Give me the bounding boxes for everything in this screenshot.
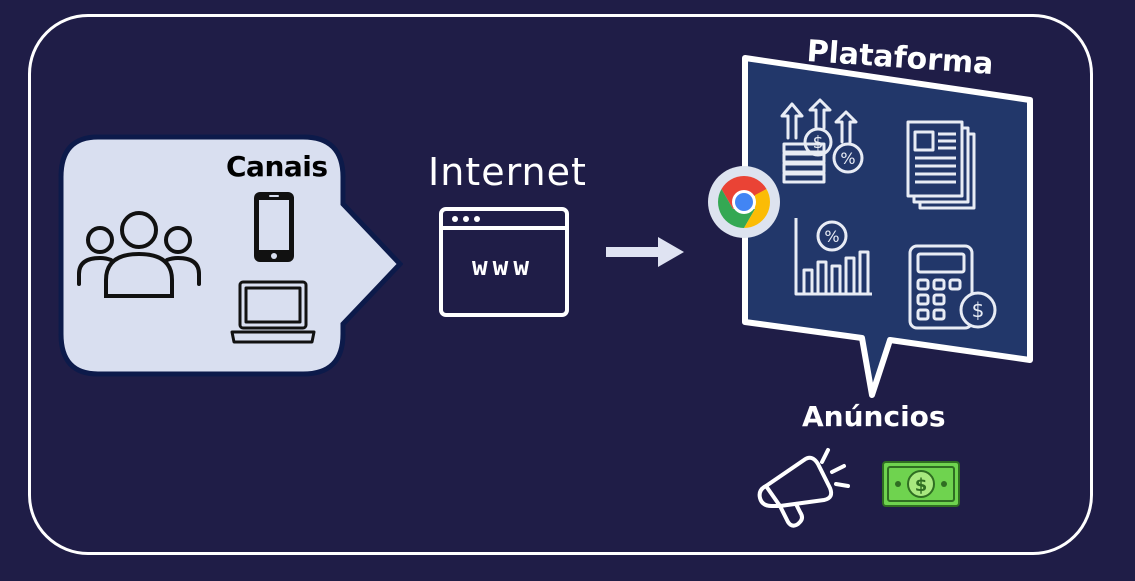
newspaper-icon bbox=[906, 120, 976, 210]
svg-text:%: % bbox=[824, 227, 839, 246]
svg-text:$: $ bbox=[972, 298, 985, 322]
calculator-icon: $ bbox=[908, 244, 997, 330]
channels-bubble bbox=[58, 134, 403, 377]
percentage-chart-icon: % bbox=[794, 218, 872, 296]
chrome-icon bbox=[708, 166, 780, 238]
channels-label: Canais bbox=[226, 150, 328, 183]
ads-label: Anúncios bbox=[802, 400, 946, 433]
users-icon bbox=[77, 211, 201, 298]
svg-text:$: $ bbox=[813, 133, 824, 153]
laptop-icon bbox=[230, 280, 316, 344]
megaphone-icon bbox=[757, 448, 850, 528]
money-bill-icon: $ bbox=[882, 461, 960, 507]
smartphone-icon bbox=[254, 192, 294, 262]
diagram-frame bbox=[28, 14, 1093, 555]
internet-label: Internet bbox=[428, 150, 587, 194]
www-text: www bbox=[472, 252, 534, 282]
finance-growth-icon: $ % bbox=[780, 98, 864, 184]
arrow-right-icon bbox=[606, 237, 684, 267]
svg-text:%: % bbox=[840, 149, 855, 168]
browser-window-icon bbox=[439, 207, 569, 317]
svg-text:$: $ bbox=[915, 475, 928, 496]
